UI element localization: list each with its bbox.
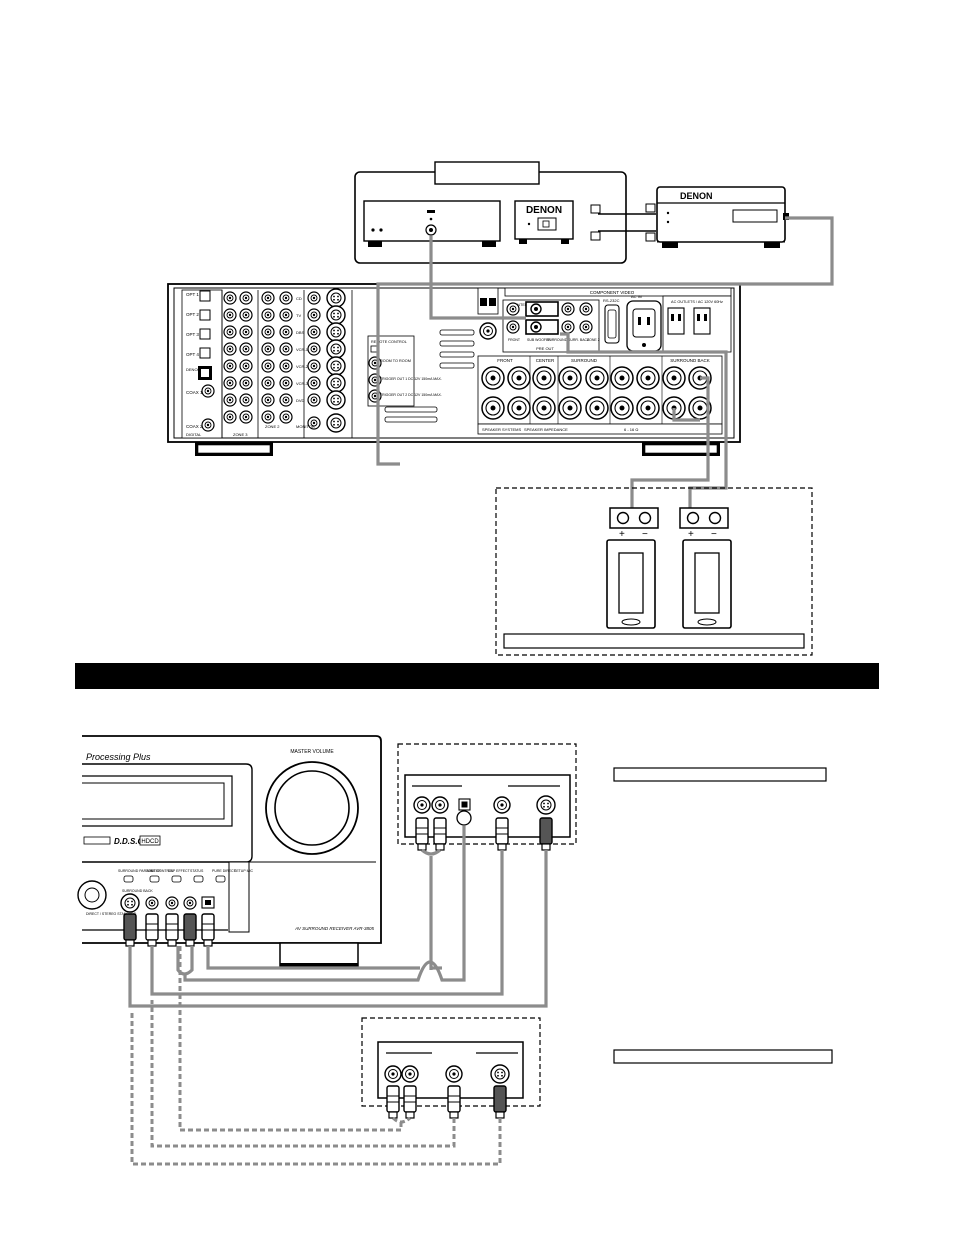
tone-control-button[interactable] xyxy=(149,875,160,883)
speaker-left-plus: + xyxy=(619,529,625,540)
front-model-text: AV SURROUND RECEIVER AVR-3805 xyxy=(294,926,374,931)
speaker-right: + − xyxy=(679,507,732,629)
top-right-device-brand: DENON xyxy=(680,191,713,201)
coax1-label: COAX 1 xyxy=(186,390,203,395)
speaker-center-label: CENTER xyxy=(536,358,555,363)
ac-in-label: AC IN xyxy=(631,294,642,299)
rs232c-port: RS-232C xyxy=(603,298,620,344)
speaker-right-plus: + xyxy=(688,529,694,540)
input-label-vcr2: VCR-2 xyxy=(296,364,309,369)
input-label-vcr1: VCR-1 xyxy=(296,347,309,352)
input-label-vcr3: VCR-3 xyxy=(296,381,309,386)
opt2-label: OPT 2 xyxy=(186,312,199,317)
dashed-cables xyxy=(130,946,502,1166)
component-video-label: COMPONENT VIDEO xyxy=(590,290,635,295)
ac-outlets: AC OUTLETS / AC 120V 60Hz xyxy=(662,295,732,353)
impedance-value: 6 - 16 Ω xyxy=(624,427,638,432)
btn-label-tone-control: TONE CONTROL xyxy=(146,869,174,873)
btn-label-dsp-effect: DSP EFFECT xyxy=(168,869,191,873)
zone3-label: ZONE 3 xyxy=(233,432,248,437)
trigger-out-2: TRIGGER OUT 2 DC 12V 150mA MAX. xyxy=(380,393,442,397)
ac-outlets-label: AC OUTLETS / AC 120V 60Hz xyxy=(671,300,723,304)
btn-label-pure-direct: PURE DIRECT xyxy=(212,869,237,873)
input-label-tv: TV xyxy=(296,313,301,318)
trigger-out-1: TRIGGER OUT 1 DC 12V 150mA MAX. xyxy=(380,377,442,381)
speaker-impedance-label: SPEAKER IMPEDANCE xyxy=(524,427,568,432)
pre-out-surr-back: SURR. BACK xyxy=(568,338,590,342)
speaker-right-minus: − xyxy=(711,529,717,540)
pre-out-label: PRE OUT xyxy=(536,346,554,351)
right-box-label-1-frame xyxy=(613,767,827,782)
surround-parameter-button[interactable] xyxy=(123,875,134,883)
mid-device-brand: DENON xyxy=(526,205,562,216)
rs232c-label: RS-232C xyxy=(603,298,620,303)
room-to-room-label: ROOM TO ROOM xyxy=(380,359,411,363)
input-label-cd: CD xyxy=(296,296,302,301)
system-control-cables xyxy=(590,203,656,242)
receiver-front-panel: Processing Plus Dolby D.D.S.C HDCD MASTE… xyxy=(77,735,382,968)
btn-label-surround-parameter: SURROUND PARAMETER xyxy=(118,869,161,873)
digital-input-block: OPT 1 OPT 2 OPT 3 OPT 4 DENON LINK COAX … xyxy=(181,289,223,439)
dsp-effect-button[interactable] xyxy=(171,875,182,883)
speaker-systems-label: SPEAKER SYSTEMS xyxy=(482,427,521,432)
source-device-box: DENON xyxy=(354,161,627,264)
remote-control-block: REMOTE CONTROL ROOM TO ROOM TRIGGER OUT … xyxy=(367,335,442,423)
digital-label: DIGITAL xyxy=(186,432,202,437)
pre-out-sub-woofer: SUB WOOFER xyxy=(527,338,551,342)
pre-out-front: FRONT xyxy=(508,338,521,342)
speaker-left: + − xyxy=(606,507,659,629)
speaker-box-label-frame xyxy=(503,633,805,649)
pure-direct-button[interactable] xyxy=(215,875,226,883)
speaker-surround-label: SURROUND xyxy=(571,358,598,363)
logo-hdcd: HDCD xyxy=(141,839,159,845)
section-heading-bar xyxy=(75,663,879,689)
speaker-front-label: FRONT xyxy=(497,358,513,363)
master-volume-label: MASTER VOLUME xyxy=(290,749,334,755)
input-label-monitor: MONITOR xyxy=(296,424,315,429)
pre-out-zone2: ZONE 2 xyxy=(587,338,600,342)
btn-label-status: STATUS xyxy=(190,869,204,873)
ac-inlet: AC IN xyxy=(626,294,662,352)
zone2-label: ZONE 2 xyxy=(265,424,280,429)
processing-plus-tagline: Processing Plus xyxy=(86,752,151,762)
input-label-dvd: DVD xyxy=(296,398,305,403)
pre-out-surround: SURROUND xyxy=(547,338,568,342)
surround-back-label: SURROUND BACK xyxy=(122,889,153,893)
right-box-label-2-frame xyxy=(613,1049,833,1064)
opt1-label: OPT 1 xyxy=(186,292,199,297)
opt3-label: OPT 3 xyxy=(186,332,199,337)
speaker-left-minus: − xyxy=(642,529,648,540)
btn-label-setup-mic: SETUP MIC xyxy=(234,869,253,873)
remote-control-label: REMOTE CONTROL xyxy=(371,340,407,344)
source-device-1-box xyxy=(397,743,577,851)
logo-ddsc: D.D.S.C xyxy=(114,837,144,846)
pre-out-block: COMPONENT VIDEO CENTER FRONT SUB WOOFER … xyxy=(477,287,732,353)
speaker-box: + − + − xyxy=(495,487,813,656)
receiver-rear-panel: OPT 1 OPT 2 OPT 3 OPT 4 DENON LINK COAX … xyxy=(167,283,741,456)
status-button[interactable] xyxy=(193,875,204,883)
denon-external-device: DENON xyxy=(656,186,789,248)
opt4-label: OPT 4 xyxy=(186,352,199,357)
input-label-dbs: DBS xyxy=(296,330,305,335)
pre-out-center: CENTER xyxy=(512,303,528,307)
direct-stereo-label: DIRECT / STEREO STANDARD xyxy=(86,912,137,916)
analog-input-grid: CD TV DBS VCR-1 VCR-2 VCR-3 DVD MONITOR … xyxy=(221,288,353,438)
front-cables xyxy=(128,826,548,1008)
source-device-2-box xyxy=(361,1017,541,1119)
top-box-label-frame xyxy=(434,161,540,185)
speaker-surround-back-label: SURROUND BACK xyxy=(670,358,710,363)
speaker-terminals: FRONT CENTER SURROUND SURROUND BACK SPEA… xyxy=(477,355,723,435)
coax2-label: COAX 2 xyxy=(186,424,203,429)
